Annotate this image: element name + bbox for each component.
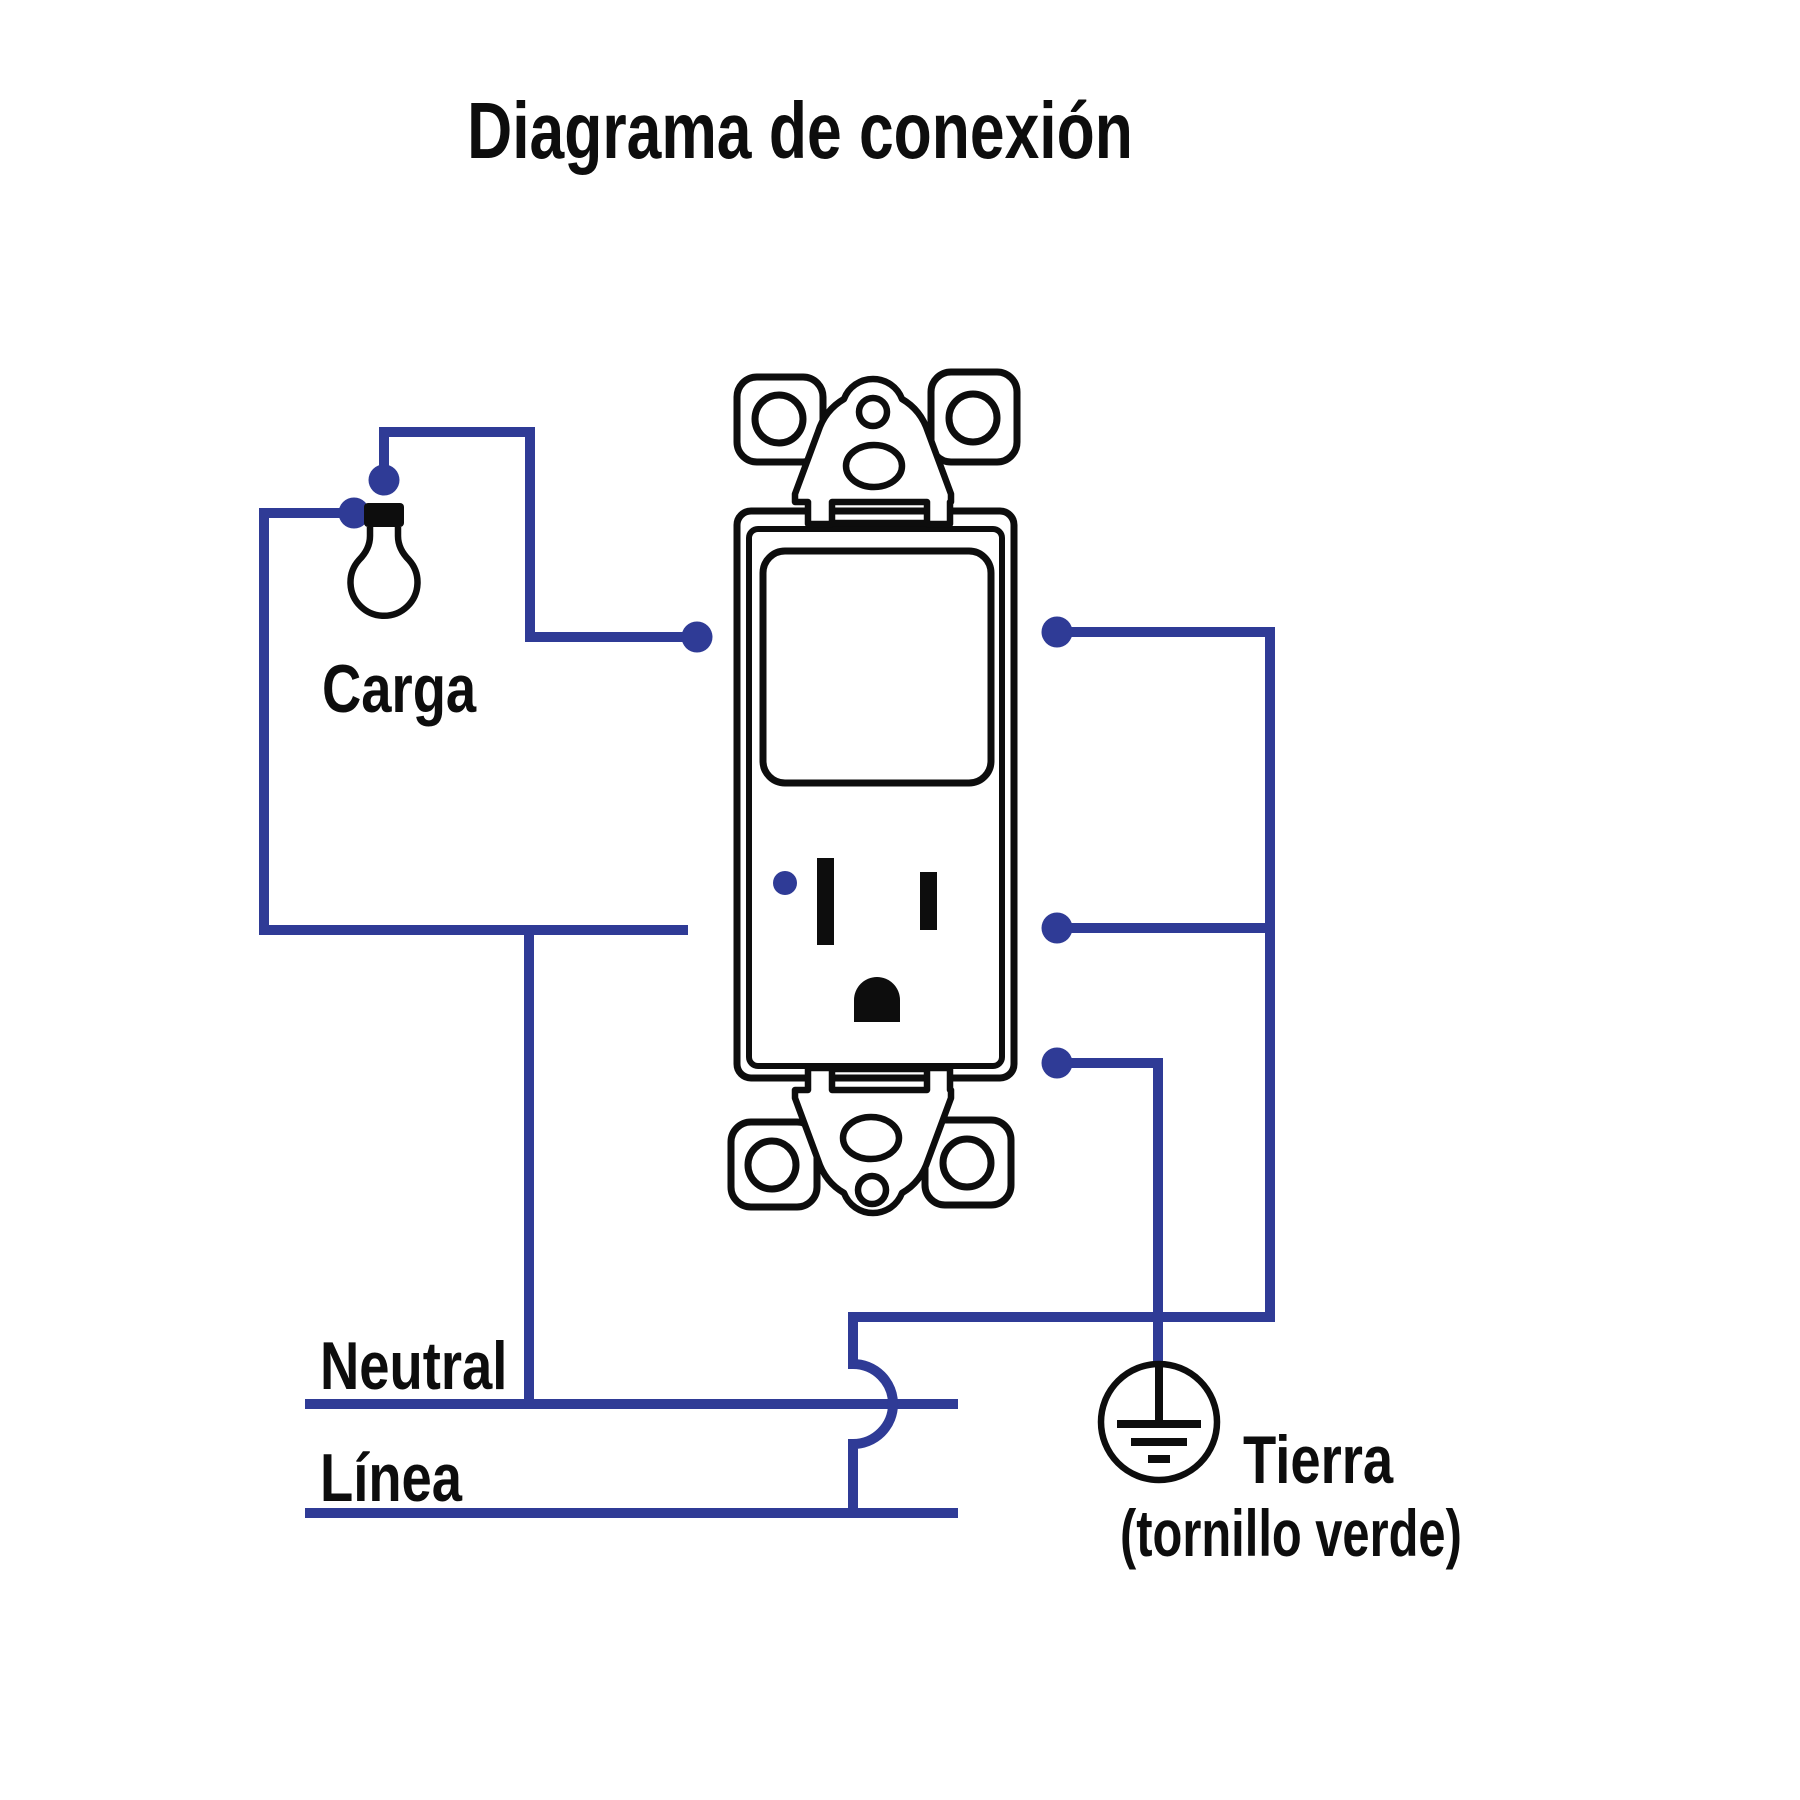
wire-carga-to-switch-terminal [379,427,695,642]
tierra-note-label: (tornillo verde) [1120,1497,1462,1571]
top-bracket-strap [791,375,955,528]
wire-ground [1057,1058,1163,1368]
outlet-ground-hole [854,977,900,1022]
bottom-mounting-bracket [727,1116,1015,1211]
strap-slot-hole-bottom [839,1113,903,1163]
carga-label: Carga [322,651,477,727]
bottom-bracket-strap [791,1064,955,1217]
strap-screw-hole-top [855,394,891,430]
ground-symbol [1097,1360,1221,1484]
load-bulb-icon [347,503,421,620]
strap-slot-hole-top [842,441,906,491]
switch-rocker [759,547,995,787]
outlet-neutral-slot [817,858,834,945]
terminal-dot-ground [1041,1047,1073,1079]
linea-label: Línea [320,1440,463,1516]
terminal-dot-switch-left [681,621,713,653]
terminal-dot-outlet-right [1041,912,1073,944]
wires [259,427,1275,1518]
page-title: Diagrama de conexión [467,87,1133,176]
outlet-hot-slot [920,872,937,930]
wire-terminals [338,464,1073,1079]
wire-carga-left-rail [259,508,688,935]
outlet-indicator-dot [773,871,797,895]
switch-outlet-device [727,368,1021,1217]
wire-linea-to-switch [848,627,1275,1513]
tierra-label: Tierra [1243,1422,1394,1498]
terminal-dot-bulb-left [338,497,370,529]
strap-screw-hole-bottom [854,1172,890,1208]
terminal-dot-bulb-top [368,464,400,496]
neutral-label: Neutral [320,1328,507,1404]
outlet-face [773,858,937,1022]
terminal-dot-switch-right [1041,616,1073,648]
